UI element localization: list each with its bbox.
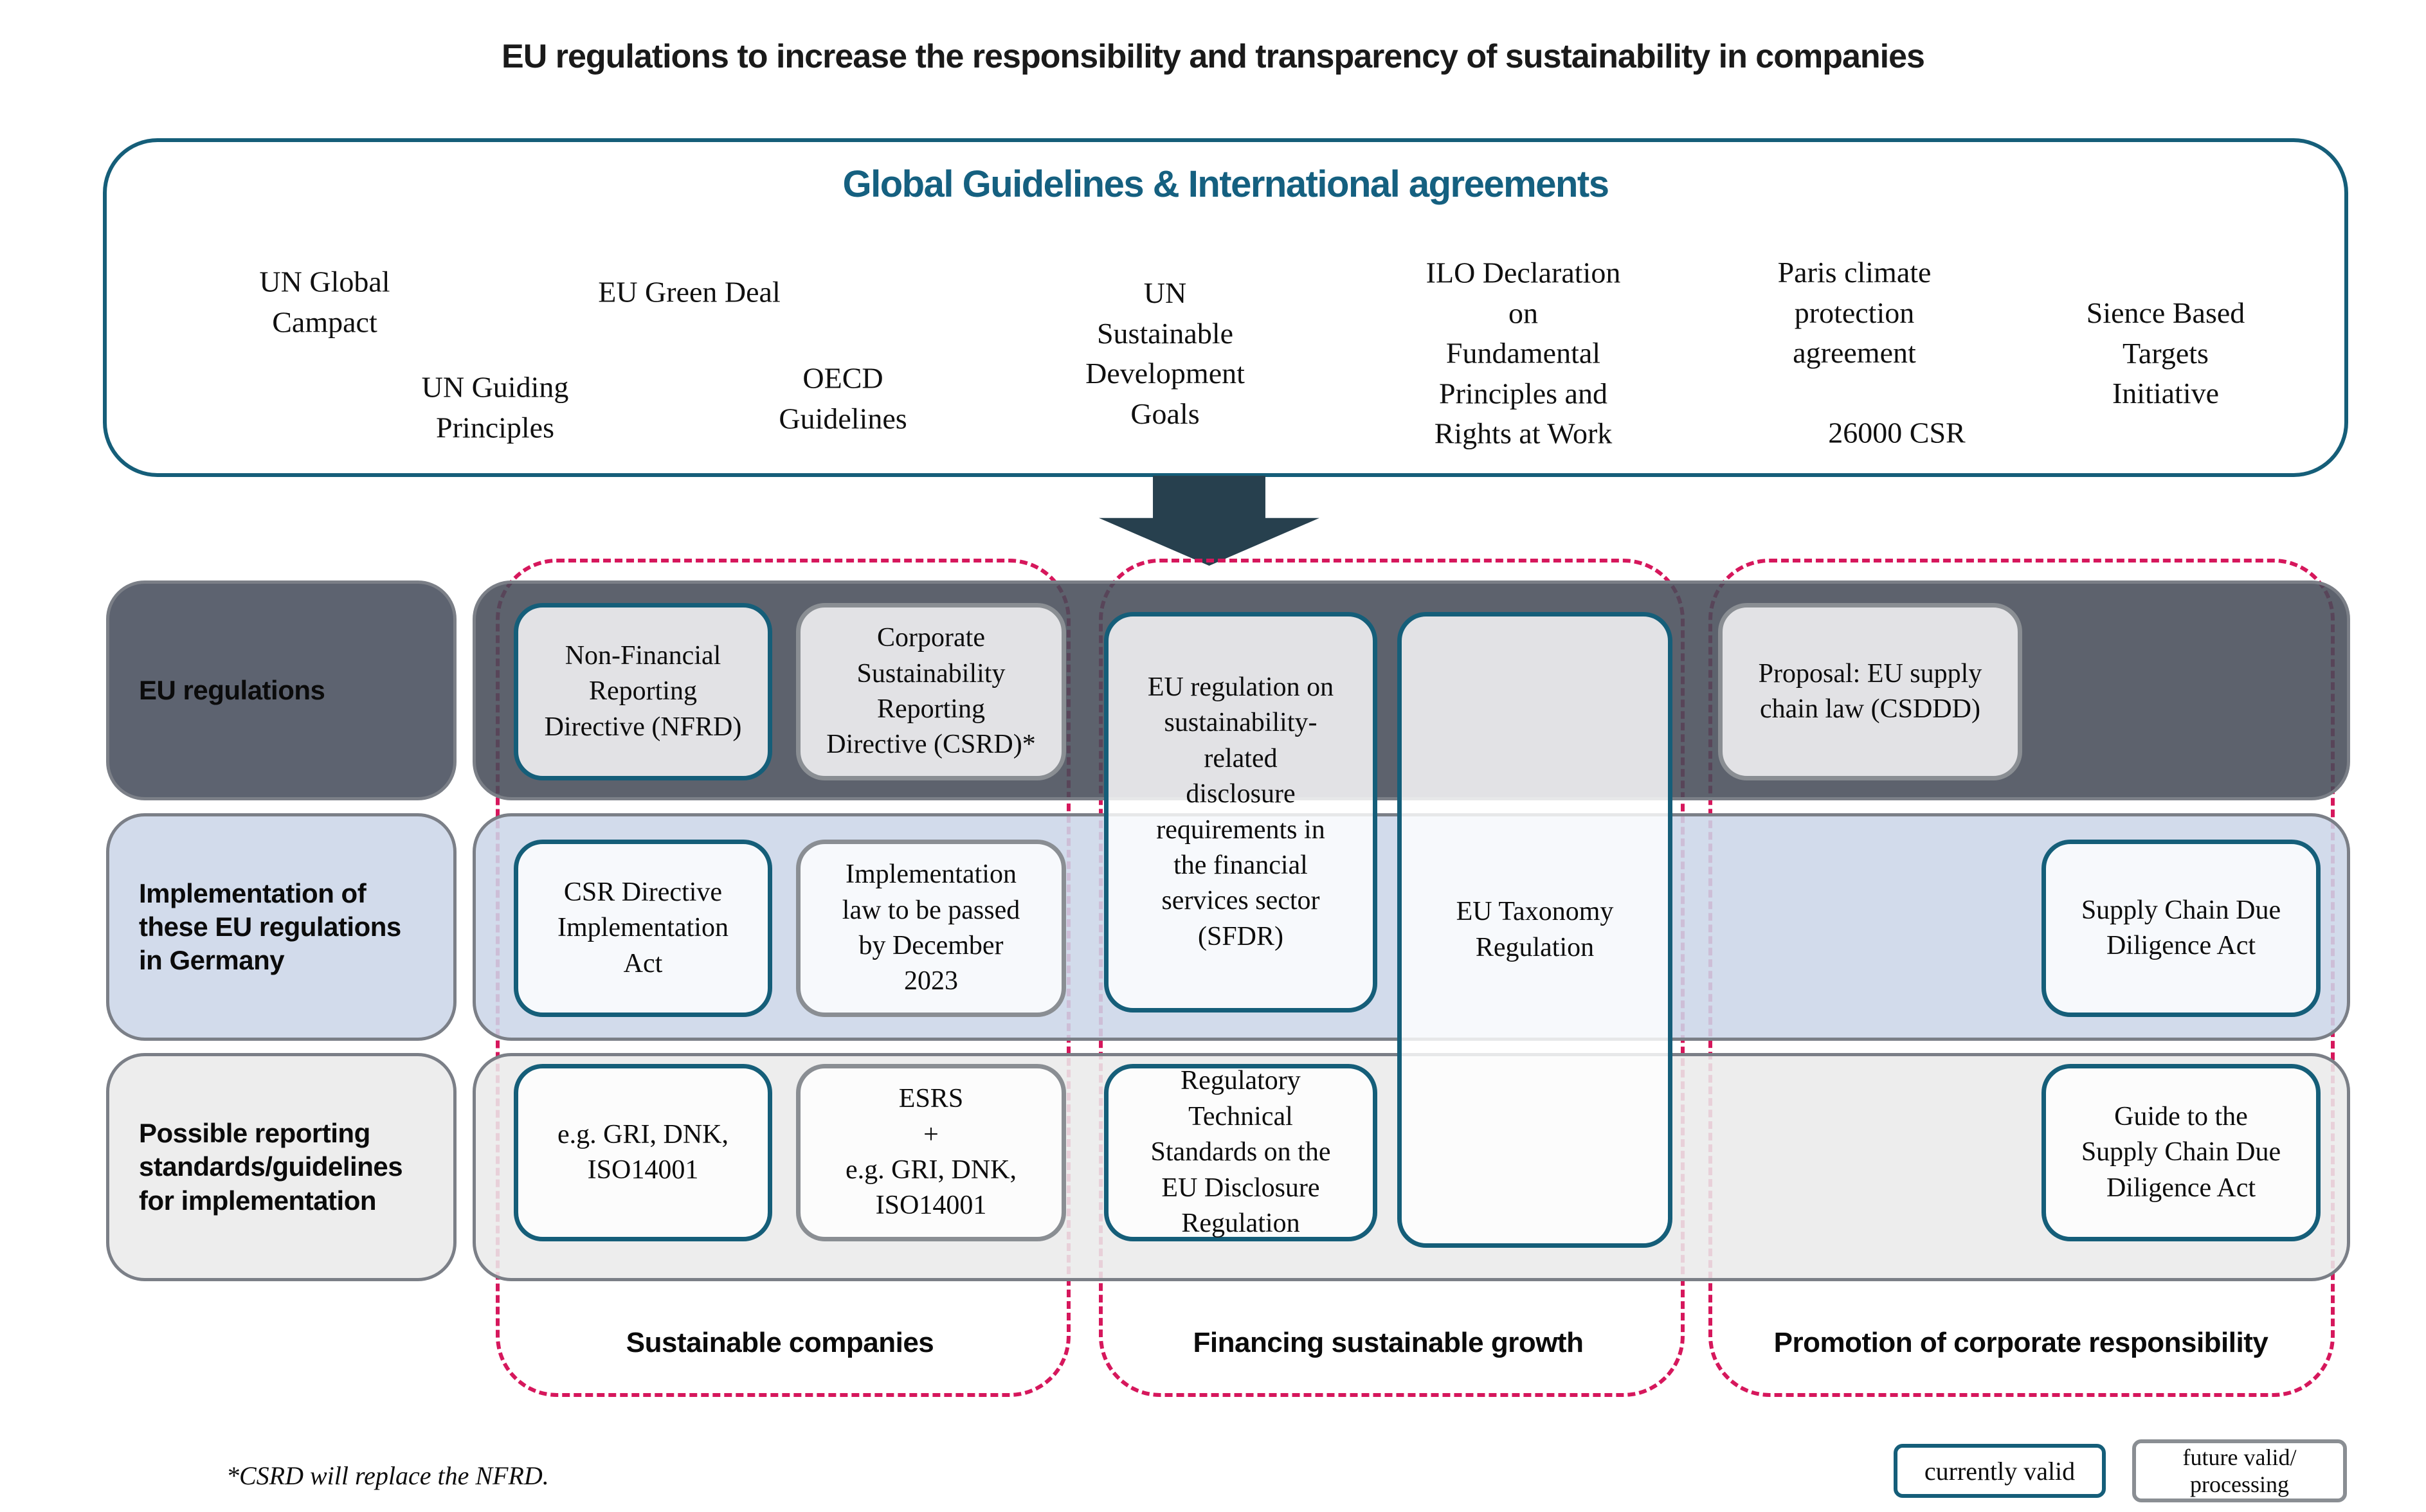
column-footer-sustainable-companies: Sustainable companies [626,1327,934,1358]
box-esrs-gri-dnk-iso14001: ESRS + e.g. GRI, DNK, ISO14001 [796,1064,1066,1241]
row-header-eu-regulations: EU regulations [106,580,457,800]
global-item-un-global-compact: UN Global Campact [259,265,390,338]
box-nfrd: Non-Financial Reporting Directive (NFRD) [514,603,772,780]
footnote-csrd: *CSRD will replace the NFRD. [226,1461,549,1490]
box-regulatory-technical-standards-label: Regulatory Technical Standards on the EU… [1150,1066,1331,1239]
box-gri-dnk-iso14001: e.g. GRI, DNK, ISO14001 [514,1064,772,1241]
global-item-iso-26000-csr: 26000 CSR [1828,416,1966,449]
global-item-oecd-guidelines: OECD Guidelines [779,361,907,435]
box-csddd-proposal-label: Proposal: EU supply chain law (CSDDD) [1758,658,1982,724]
box-csr-directive-implementation-act: CSR Directive Implementation Act [514,840,772,1017]
global-item-un-sdg: UN Sustainable Development Goals [1085,276,1245,430]
box-csr-directive-implementation-act-label: CSR Directive Implementation Act [557,877,729,978]
global-item-eu-green-deal: EU Green Deal [598,275,781,309]
box-nfrd-label: Non-Financial Reporting Directive (NFRD) [544,640,742,742]
box-supply-chain-due-diligence-act-label: Supply Chain Due Diligence Act [2081,895,2281,960]
column-footer-financing-sustainable-growth: Financing sustainable growth [1193,1327,1584,1358]
legend-future-valid-label: future valid/ processing [2182,1444,2297,1497]
box-implementation-law-2023: Implementation law to be passed by Decem… [796,840,1066,1017]
box-sfdr: EU regulation on sustainability- related… [1104,612,1377,1013]
global-item-un-guiding-principles: UN Guiding Principles [421,370,569,444]
global-item-ilo-declaration: ILO Declaration on Fundamental Principle… [1426,256,1621,450]
box-implementation-law-2023-label: Implementation law to be passed by Decem… [842,860,1020,996]
box-supply-chain-guide: Guide to the Supply Chain Due Diligence … [2041,1064,2321,1241]
box-eu-taxonomy-regulation-label: EU Taxonomy Regulation [1456,897,1614,962]
legend-currently-valid-label: currently valid [1924,1456,2076,1486]
box-supply-chain-guide-label: Guide to the Supply Chain Due Diligence … [2081,1101,2281,1203]
row-header-label: Possible reporting standards/guidelines … [139,1118,403,1216]
legend-future-valid: future valid/ processing [2132,1439,2347,1502]
global-item-science-based-targets: Sience Based Targets Initiative [2086,296,2245,410]
column-footer-promotion-corporate-responsibility: Promotion of corporate responsibility [1773,1327,2268,1358]
box-csrd: Corporate Sustainability Reporting Direc… [796,603,1066,780]
legend-currently-valid: currently valid [1894,1444,2106,1498]
box-regulatory-technical-standards: Regulatory Technical Standards on the EU… [1104,1064,1377,1241]
global-item-paris-agreement: Paris climate protection agreement [1777,256,1932,370]
box-gri-dnk-iso14001-label: e.g. GRI, DNK, ISO14001 [557,1119,729,1185]
row-header-implementation-germany: Implementation of these EU regulations i… [106,813,457,1041]
global-guidelines-heading: Global Guidelines & International agreem… [842,163,1609,205]
row-header-reporting-standards: Possible reporting standards/guidelines … [106,1053,457,1281]
global-guidelines-box: Global Guidelines & International agreem… [103,138,2348,477]
box-csddd-proposal: Proposal: EU supply chain law (CSDDD) [1718,603,2022,780]
row-header-label: EU regulations [139,674,325,705]
box-eu-taxonomy-regulation: EU Taxonomy Regulation [1397,612,1672,1248]
down-arrow-icon [1099,476,1319,566]
box-esrs-gri-dnk-iso14001-label: ESRS + e.g. GRI, DNK, ISO14001 [846,1084,1017,1221]
box-sfdr-label: EU regulation on sustainability- related… [1147,672,1334,951]
row-header-label: Implementation of these EU regulations i… [139,878,401,976]
box-csrd-label: Corporate Sustainability Reporting Direc… [826,623,1036,760]
box-supply-chain-due-diligence-act: Supply Chain Due Diligence Act [2041,840,2321,1017]
page-title: EU regulations to increase the responsib… [502,38,1925,75]
